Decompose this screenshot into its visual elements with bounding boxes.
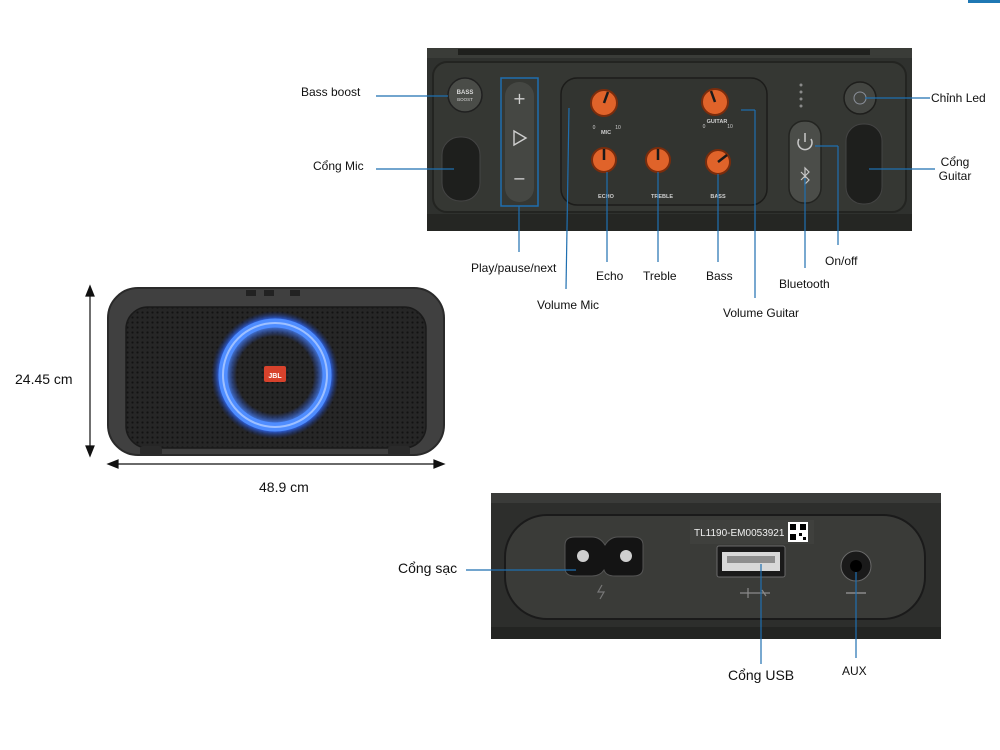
knob-mic[interactable]: MIC 0 10	[590, 89, 621, 136]
label-echo: Echo	[596, 269, 624, 283]
svg-text:10: 10	[727, 124, 733, 130]
label-speaker-height: 24.45 cm	[15, 371, 73, 387]
aux-port	[840, 550, 872, 582]
label-guitar-port: Cổng Guitar	[938, 155, 972, 183]
label-aux: AUX	[842, 664, 867, 678]
label-charge-port: Cổng sạc	[398, 560, 458, 576]
guitar-port	[845, 123, 883, 205]
svg-text:BOOST: BOOST	[457, 97, 473, 102]
label-play-pause-next: Play/pause/next	[471, 261, 557, 275]
knob-bass[interactable]: BASS	[705, 149, 731, 200]
label-speaker-width: 48.9 cm	[259, 479, 309, 495]
serial-number: TL1190-EM0053921	[694, 528, 785, 539]
knob-echo[interactable]: ECHO	[591, 147, 617, 200]
accent-bar	[968, 0, 1000, 3]
bass-boost-button[interactable]: BASS BOOST	[447, 77, 483, 113]
control-panel-callouts	[376, 95, 935, 298]
play-pause-next-rocker[interactable]: + −	[500, 77, 539, 207]
rear-panel-photo	[491, 493, 941, 639]
label-bass: Bass	[706, 269, 733, 283]
svg-text:ECHO: ECHO	[598, 194, 615, 200]
svg-text:−: −	[513, 169, 526, 188]
label-mic-port: Cổng Mic	[313, 159, 364, 173]
svg-text:+: +	[513, 89, 526, 108]
usb-port	[716, 545, 786, 578]
svg-text:MIC: MIC	[601, 130, 611, 136]
label-bluetooth: Bluetooth	[779, 277, 830, 291]
label-led: Chỉnh Led	[931, 91, 986, 105]
svg-text:10: 10	[615, 125, 621, 131]
knob-guitar[interactable]: GUITAR 0 10	[701, 88, 733, 130]
speaker-photo	[107, 287, 445, 456]
svg-text:0: 0	[703, 124, 706, 130]
brand-logo-text: JBL	[268, 373, 282, 380]
svg-text:GUITAR: GUITAR	[707, 119, 728, 125]
label-treble: Treble	[643, 269, 677, 283]
svg-text:TREBLE: TREBLE	[651, 194, 673, 200]
battery-led-dots	[799, 83, 803, 108]
label-on-off: On/off	[825, 254, 858, 268]
label-volume-guitar: Volume Guitar	[723, 306, 800, 320]
label-volume-mic: Volume Mic	[537, 298, 600, 312]
knob-treble[interactable]: TREBLE	[645, 147, 673, 200]
label-usb-port: Cổng USB	[728, 667, 795, 683]
control-panel-photo: BASS BOOST + − MIC 0 10 GUITAR	[427, 48, 912, 231]
svg-text:0: 0	[593, 125, 596, 131]
charge-port	[564, 536, 644, 577]
rear-panel-callouts	[466, 564, 857, 664]
dimension-arrows	[85, 284, 446, 469]
svg-text:BASS: BASS	[457, 90, 474, 96]
label-bass-boost: Bass boost	[301, 85, 361, 99]
